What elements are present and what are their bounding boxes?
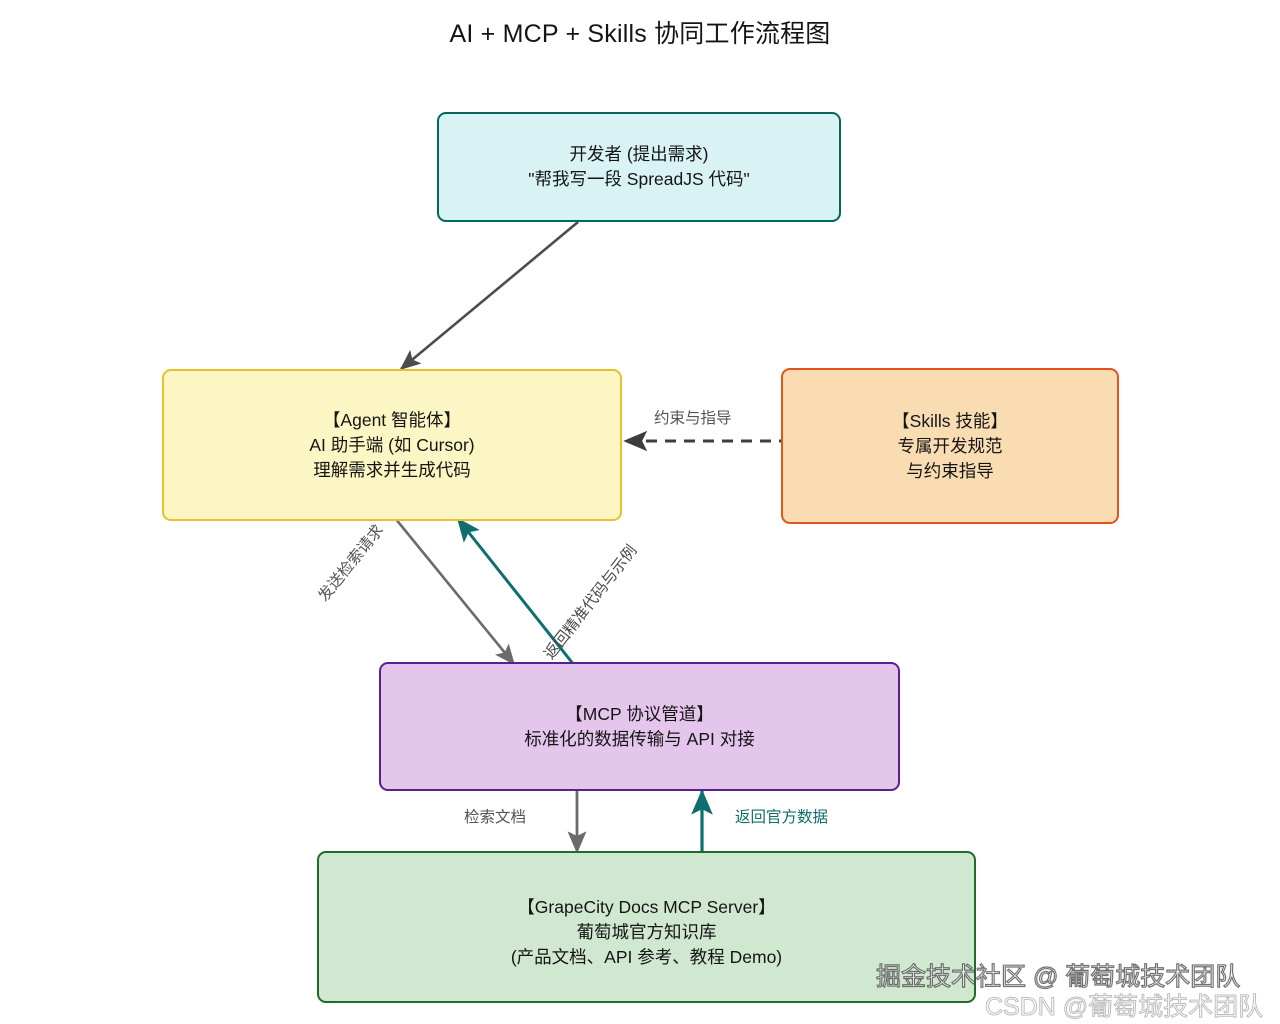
node-server-line-3: (产品文档、API 参考、教程 Demo) — [510, 947, 783, 967]
node-developer-line-1: 开发者 (提出需求) — [569, 144, 709, 164]
node-mcp[interactable]: 【MCP 协议管道】 标准化的数据传输与 API 对接 — [379, 662, 900, 791]
node-skills-line-1: 【Skills 技能】 — [892, 410, 1008, 431]
edge-label-return-data: 返回官方数据 — [735, 809, 829, 826]
page-title: AI + MCP + Skills 协同工作流程图 — [449, 20, 831, 48]
edge-developer-to-agent — [399, 220, 579, 371]
node-agent-line-2: AI 助手端 (如 Cursor) — [309, 434, 475, 455]
node-server-line-2: 葡萄城官方知识库 — [576, 922, 717, 942]
watermark-csdn: CSDN @葡萄城技术团队 — [984, 993, 1264, 1022]
node-agent-line-1: 【Agent 智能体】 — [322, 409, 462, 430]
node-server-line-1: 【GrapeCity Docs MCP Server】 — [517, 897, 776, 917]
edge-label-return-code: 返回精准代码与示例 — [541, 542, 641, 663]
node-skills[interactable]: 【Skills 技能】 专属开发规范 与约束指导 — [781, 368, 1119, 524]
node-server[interactable]: 【GrapeCity Docs MCP Server】 葡萄城官方知识库 (产品… — [317, 851, 976, 1003]
watermark-juejin: 掘金技术社区 @ 葡萄城技术团队 — [875, 962, 1241, 991]
node-agent-line-3: 理解需求并生成代码 — [313, 459, 471, 480]
node-agent[interactable]: 【Agent 智能体】 AI 助手端 (如 Cursor) 理解需求并生成代码 — [162, 369, 622, 521]
edge-agent-to-mcp — [393, 517, 516, 666]
edge-label-send-request: 发送检索请求 — [315, 521, 388, 605]
edge-label-retrieve-doc: 检索文档 — [464, 809, 527, 826]
node-developer-line-2: "帮我写一段 SpreadJS 代码" — [528, 169, 750, 189]
node-skills-line-2: 专属开发规范 — [897, 435, 1003, 456]
edge-label-constraint: 约束与指导 — [654, 410, 732, 427]
node-mcp-line-2: 标准化的数据传输与 API 对接 — [524, 728, 755, 749]
node-mcp-line-1: 【MCP 协议管道】 — [565, 703, 714, 724]
node-developer[interactable]: 开发者 (提出需求) "帮我写一段 SpreadJS 代码" — [437, 112, 841, 222]
node-skills-line-3: 与约束指导 — [906, 460, 994, 481]
